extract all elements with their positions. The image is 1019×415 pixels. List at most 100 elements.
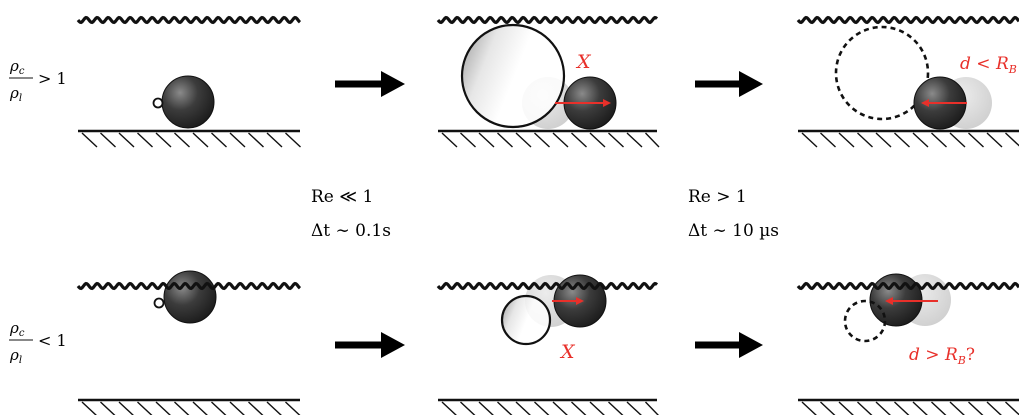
hatch-mark (248, 132, 264, 148)
free-surface-wave (796, 281, 1019, 291)
hatch-mark (857, 401, 873, 415)
hatch-mark (949, 401, 965, 415)
hatch-mark (931, 401, 947, 415)
hatch-mark (875, 401, 891, 415)
nucleating-bubble (152, 97, 164, 109)
hatch-mark (571, 132, 587, 148)
free-surface-wave (76, 281, 302, 291)
hatch-mark (552, 132, 569, 148)
hatch-mark (820, 132, 836, 148)
transition-arrow-top-1 (335, 71, 405, 97)
transition-arrow-top-2 (695, 71, 763, 97)
hatch-mark (608, 401, 624, 415)
hatch-mark (497, 132, 513, 148)
cavitation-bubble (500, 294, 552, 346)
svg-text:ρc: ρc (9, 57, 25, 77)
hatch-mark (460, 132, 476, 148)
hatch-mark (460, 401, 476, 415)
bottom-panel-2: X (436, 274, 660, 415)
wall-hatching (81, 132, 301, 148)
hatch-mark (81, 401, 97, 415)
row-bottom-density-label: ρc ρl < 1 (9, 319, 67, 366)
hatch-mark (137, 132, 153, 148)
hatch-mark (155, 401, 171, 415)
row-top-relation: > 1 (38, 69, 67, 88)
bottom-panel-1 (76, 270, 302, 415)
wall-hatching (441, 132, 660, 148)
hatch-mark (174, 401, 190, 415)
hatch-mark (931, 132, 947, 148)
hatch-mark (571, 401, 587, 415)
bottom-panel-3: d > RB? (796, 273, 1019, 415)
hatch-mark (100, 132, 116, 148)
hatch-mark (644, 401, 660, 415)
transition-1-timescale: Δt ∼ 0.1s (311, 221, 391, 241)
hatch-mark (986, 132, 1003, 148)
hatch-mark (875, 132, 892, 148)
hatch-mark (118, 132, 135, 148)
hatch-mark (441, 401, 457, 415)
wall-hatching (801, 132, 1019, 148)
hatch-mark (801, 132, 818, 148)
transition-2-reynolds: Re > 1 (688, 187, 747, 207)
collapsed-bubble-outline (834, 25, 930, 121)
hatch-mark (192, 401, 208, 415)
hatch-mark (949, 132, 966, 148)
hatch-mark (820, 401, 836, 415)
hatch-mark (894, 132, 910, 148)
svg-text:ρl: ρl (9, 84, 22, 104)
hatch-mark (644, 132, 660, 148)
hatch-mark (285, 132, 301, 148)
row-bottom-relation: < 1 (38, 331, 67, 350)
hatch-mark (81, 132, 98, 148)
hatch-mark (478, 401, 494, 415)
free-surface-wave (76, 15, 302, 25)
hatch-mark (912, 132, 929, 148)
hatch-mark (211, 132, 227, 148)
annotation-x: X (559, 341, 576, 363)
collapsed-bubble-outline (843, 299, 887, 343)
transition-arrow-bottom-2 (695, 332, 763, 358)
hatch-mark (552, 401, 568, 415)
transition-1-reynolds: Re ≪ 1 (311, 187, 373, 207)
hatch-mark (497, 401, 513, 415)
hatch-mark (534, 132, 550, 148)
hatch-mark (229, 132, 246, 148)
svg-text:ρl: ρl (9, 346, 22, 366)
hatch-mark (589, 401, 605, 415)
svg-text:ρc: ρc (9, 319, 25, 339)
hatch-mark (118, 401, 134, 415)
hatch-mark (100, 401, 116, 415)
hatch-mark (986, 401, 1002, 415)
hatch-mark (608, 132, 624, 148)
free-surface-wave (436, 281, 659, 291)
hatch-mark (515, 401, 531, 415)
nucleating-bubble (153, 297, 165, 309)
hatch-mark (534, 401, 550, 415)
top-panel-1 (76, 15, 302, 148)
hatch-mark (248, 401, 264, 415)
hatch-mark (211, 401, 227, 415)
hatch-mark (968, 401, 984, 415)
hatch-mark (285, 401, 301, 415)
free-surface-wave (436, 15, 659, 25)
wall-hatching (81, 401, 301, 415)
transition-2-timescale: Δt ∼ 10 µs (688, 221, 779, 241)
hatch-mark (441, 132, 458, 148)
hatch-mark (838, 401, 854, 415)
hatch-mark (1005, 401, 1019, 415)
hatch-mark (478, 132, 495, 148)
sphere (163, 270, 217, 324)
annotation-distance: d > RB? (909, 345, 975, 367)
hatch-mark (515, 132, 532, 148)
hatch-mark (266, 132, 283, 148)
hatch-mark (894, 401, 910, 415)
annotation-distance: d < RB (960, 54, 1017, 76)
row-top-density-label: ρc ρl > 1 (9, 57, 67, 104)
hatch-mark (229, 401, 245, 415)
hatch-mark (801, 401, 817, 415)
sphere (161, 75, 215, 129)
hatch-mark (838, 132, 855, 148)
hatch-mark (137, 401, 153, 415)
